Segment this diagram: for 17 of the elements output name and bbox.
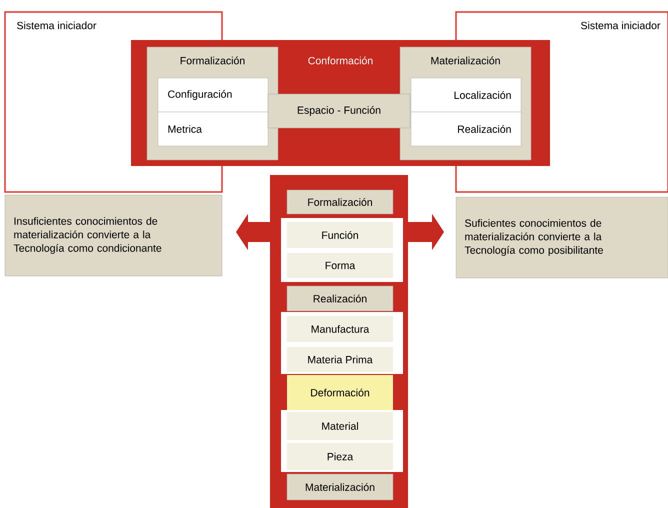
cell: Localización — [410, 78, 522, 112]
note-box: Insuficientes conocimientos de materialización convierte a la Tecnología como condicionante — [4, 194, 222, 276]
cell: Configuración — [158, 78, 268, 112]
highlight-box: Deformación — [287, 375, 393, 410]
stage-box: Realización — [286, 286, 394, 312]
stage-box: Materialización — [286, 474, 394, 500]
connector-bar: Espacio - Función — [268, 94, 410, 128]
step-box: Función — [287, 222, 393, 248]
step-box: Forma — [287, 253, 393, 278]
step-box: Manufactura — [287, 316, 393, 342]
cell: Metrica — [158, 112, 268, 146]
step-box: Materia Prima — [287, 347, 393, 372]
note-box: Suficientes conocimientos de materialización convierte a la Tecnología como posibilitante — [456, 196, 668, 278]
step-box: Pieza — [287, 443, 393, 470]
step-box: Material — [287, 412, 393, 440]
cell: Realización — [410, 112, 522, 146]
stage-box: Formalización — [286, 190, 394, 214]
